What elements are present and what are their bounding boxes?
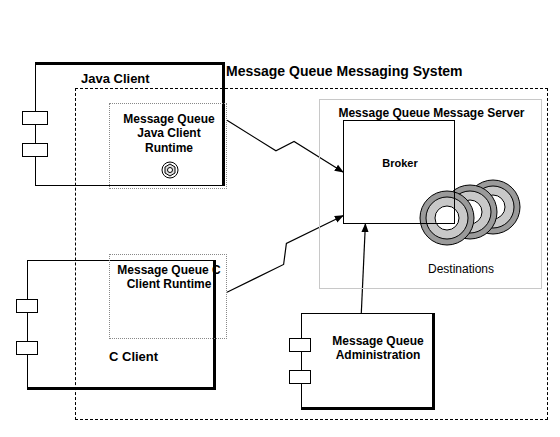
node-label: Message Queue Message Server — [330, 106, 533, 120]
node-label: C Client — [109, 349, 209, 365]
node-label: Message Queue Messaging System — [226, 63, 546, 80]
component-tab — [289, 338, 311, 352]
node-label: Message Queue Java Client Runtime — [112, 112, 226, 155]
connector — [227, 216, 343, 293]
client-box: Java ClientMessage Queue Java Client Run… — [35, 62, 225, 186]
destinations-label: Destinations — [428, 262, 494, 276]
component-tab — [16, 299, 38, 313]
component-tab — [22, 111, 48, 125]
runtime-box: Message Queue C Client Runtime — [109, 254, 227, 339]
server-box: Message Queue Message ServerBroker — [319, 99, 542, 289]
component-tab — [289, 370, 311, 384]
component-tab — [16, 341, 38, 355]
node-label: Broker — [348, 157, 452, 170]
admin-box: Message Queue Administration — [301, 313, 435, 410]
connector — [361, 224, 365, 313]
node-label: Message Queue C Client Runtime — [112, 263, 226, 292]
broker-box: Broker — [343, 120, 455, 224]
gear-icon — [162, 162, 178, 178]
runtime-box: Message Queue Java Client Runtime — [109, 103, 227, 189]
node-label: Message Queue Administration — [324, 334, 432, 363]
connector — [227, 120, 343, 172]
node-label: Java Client — [81, 71, 221, 87]
component-tab — [22, 143, 48, 157]
destination-disks — [420, 180, 520, 245]
client-box: C ClientMessage Queue C Client Runtime — [27, 260, 216, 390]
